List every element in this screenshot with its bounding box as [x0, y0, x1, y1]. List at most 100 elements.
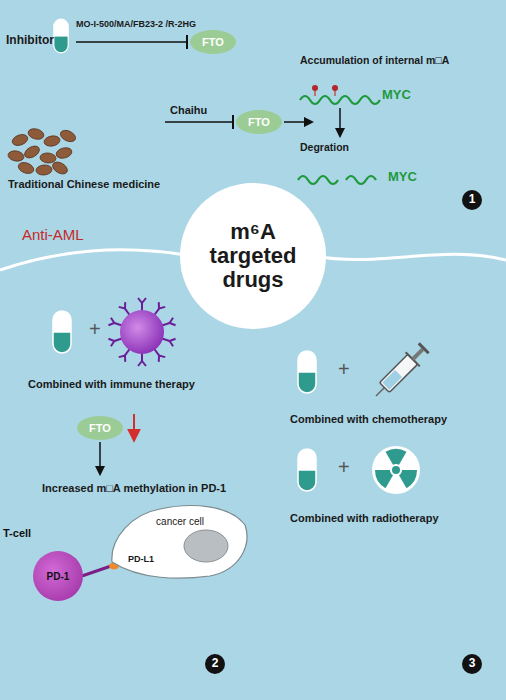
text-label: MYC	[388, 170, 417, 185]
mrna-fragment	[298, 176, 338, 184]
t-cell: T-cellPD-1	[33, 551, 83, 601]
art-part	[382, 370, 402, 390]
art-part	[372, 446, 420, 494]
callout-number: 3	[462, 654, 482, 674]
art-part	[411, 348, 424, 361]
m6a-mark	[312, 85, 318, 91]
cell-outline	[110, 500, 250, 580]
herb-bean	[17, 161, 35, 176]
text-label: Chaihu	[170, 104, 207, 117]
plus-sign: +	[338, 456, 350, 479]
inhibit-bar	[186, 35, 188, 49]
cell-label: T-cell	[3, 527, 31, 539]
text-label: MO-I-500/MA/FB23-2 /R-2HG	[76, 19, 196, 29]
radiation-icon	[372, 446, 420, 494]
callout-number: 2	[205, 654, 225, 674]
text-label: PD-L1	[128, 554, 154, 564]
syringe-icon	[369, 340, 432, 403]
herb-icon	[7, 127, 77, 176]
inhibit-line	[165, 121, 233, 123]
text-label: Combined with radiotherapy	[290, 512, 439, 525]
m6a-mark	[332, 85, 338, 91]
node-text: 1	[469, 193, 476, 206]
nucleus	[184, 530, 228, 562]
art-part	[418, 342, 430, 354]
node-text: FTO	[89, 422, 111, 434]
mrna	[300, 96, 380, 104]
node-text: 3	[469, 657, 476, 670]
art-part	[168, 337, 175, 346]
center-circle: m⁶A targeted drugs	[180, 183, 325, 328]
herb-bean	[23, 144, 42, 161]
callout-number: 1	[462, 190, 482, 210]
cancer-cell: cancer cell	[110, 500, 250, 580]
down-arrow	[133, 414, 135, 440]
fto-enzyme: FTO	[236, 110, 282, 134]
node-text: PD-1	[47, 571, 70, 582]
text-label: Increased m□A methylation in PD-1	[42, 482, 226, 495]
art-part	[376, 388, 384, 396]
text-label: Combined with immune therapy	[28, 378, 195, 391]
art-part	[156, 302, 165, 311]
art-part	[119, 353, 128, 362]
herb-bean	[59, 128, 78, 144]
immune-cell	[108, 298, 175, 366]
text-label: Accumulation of internal m□A	[300, 54, 449, 66]
herb-bean	[40, 152, 57, 163]
divider-wave	[0, 250, 192, 270]
art-part	[138, 298, 146, 303]
herb-bean	[43, 135, 60, 148]
fto-enzyme: FTO	[77, 416, 123, 440]
art-part	[108, 318, 115, 327]
herb-bean	[7, 150, 24, 163]
inhibit-bar	[232, 115, 234, 129]
receptor	[138, 353, 146, 366]
receptor-binding	[82, 566, 111, 576]
node-text: m⁶A targeted drugs	[197, 220, 309, 293]
radiation-blade	[386, 449, 407, 465]
node-text: 2	[212, 657, 219, 670]
text-label: Degration	[300, 141, 349, 153]
plus-sign: +	[89, 318, 101, 341]
text-label: Anti-AML	[22, 226, 84, 243]
text-label: Inhibitor	[6, 34, 54, 48]
herb-bean	[27, 127, 45, 141]
plus-sign: +	[338, 358, 350, 381]
node-text: cancer cell	[110, 516, 250, 527]
arrow	[284, 121, 312, 123]
art-part	[379, 354, 417, 392]
pill-icon	[53, 311, 71, 353]
mrna-fragment	[346, 176, 376, 184]
pill-icon	[54, 19, 68, 53]
fto-enzyme: FTO	[190, 30, 236, 54]
herb-bean	[51, 160, 70, 177]
text-label: Combined with chemotherapy	[290, 413, 447, 426]
node-text: FTO	[202, 36, 224, 48]
herb-bean	[55, 146, 73, 160]
inhibit-line	[76, 41, 187, 43]
radiation-blade	[399, 470, 417, 488]
text-label: MYC	[382, 88, 411, 103]
herb-bean	[36, 164, 53, 175]
art-part	[119, 302, 128, 311]
arrow	[99, 442, 101, 474]
node-text: FTO	[248, 116, 270, 128]
art-part	[168, 318, 175, 327]
art-part	[156, 353, 165, 362]
pill-icon	[298, 351, 316, 393]
text-label: Traditional Chinese medicine	[8, 178, 160, 191]
art-part	[138, 361, 146, 366]
herb-bean	[11, 133, 29, 148]
receptor	[138, 298, 146, 311]
radiation-center	[392, 466, 400, 474]
radiation-blade	[375, 470, 393, 488]
cell-body	[120, 310, 164, 354]
pill-icon	[298, 449, 316, 491]
arrow	[339, 108, 341, 136]
divider-wave	[314, 254, 506, 260]
art-part	[108, 337, 115, 346]
